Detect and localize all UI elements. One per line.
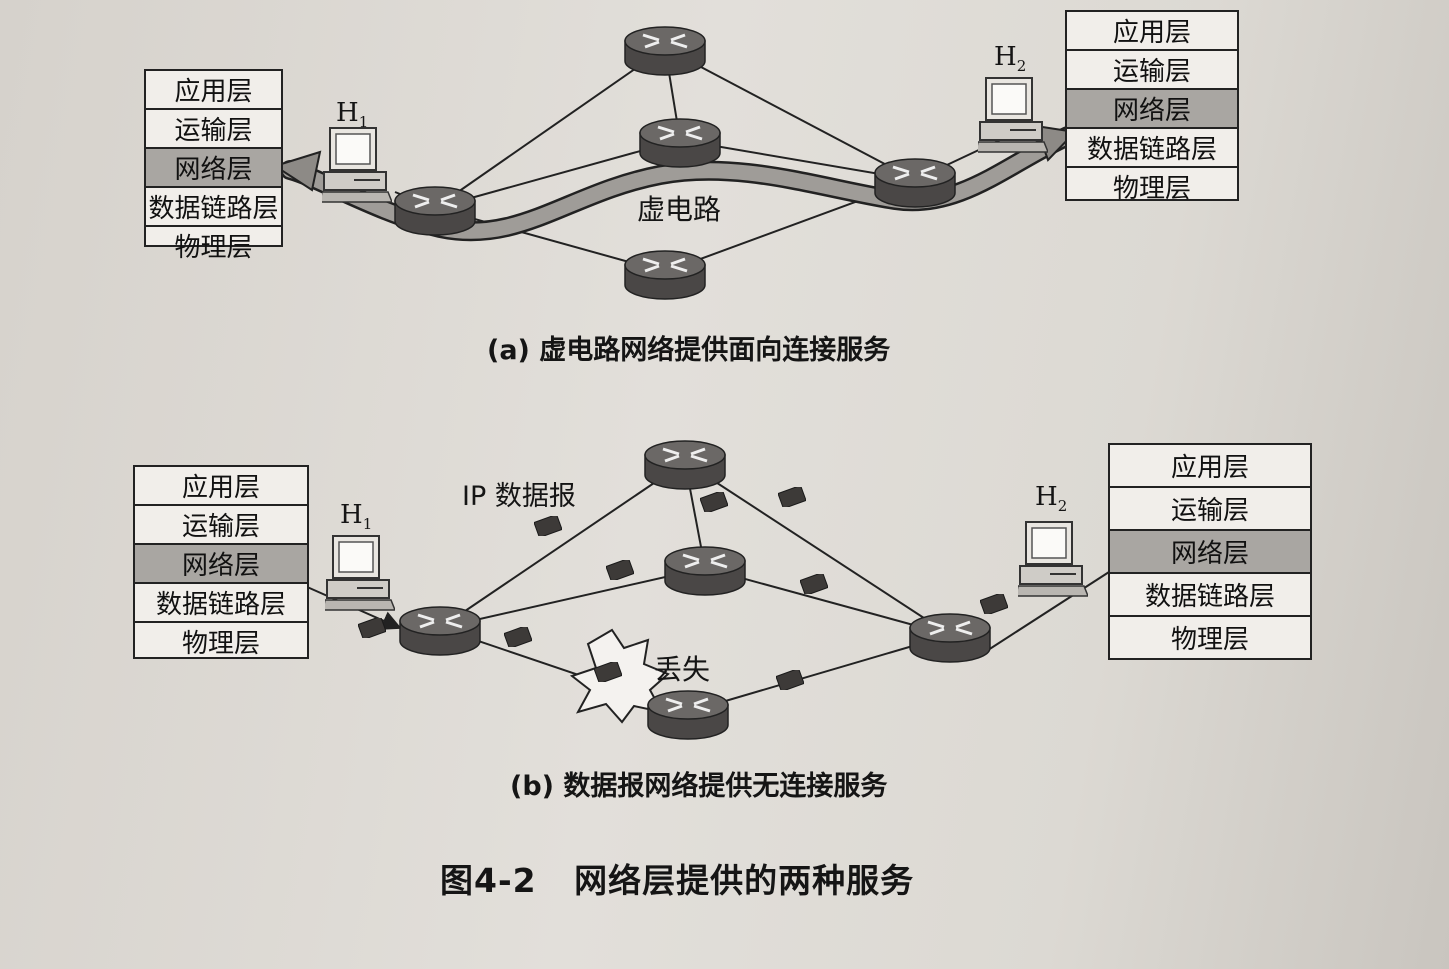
datagram-packet-icon bbox=[358, 618, 386, 638]
layer-application: 应用层 bbox=[135, 467, 307, 506]
host-computer-icon bbox=[322, 127, 392, 203]
layer-network: 网络层 bbox=[146, 149, 281, 188]
protocol-stack-a-h2: 应用层 运输层 网络层 数据链路层 物理层 bbox=[1065, 10, 1239, 204]
router-icon bbox=[398, 605, 482, 657]
datagram-packet-icon bbox=[778, 487, 806, 507]
datagram-packet-icon bbox=[700, 492, 728, 512]
layer-transport: 运输层 bbox=[1067, 51, 1237, 90]
layer-network: 网络层 bbox=[1110, 531, 1310, 574]
layer-data-link: 数据链路层 bbox=[135, 584, 307, 623]
datagram-packet-icon bbox=[606, 560, 634, 580]
datagram-packet-icon bbox=[800, 574, 828, 594]
layer-physical: 物理层 bbox=[1170, 625, 1249, 655]
diagram-a bbox=[272, 25, 1078, 301]
virtual-circuit-arrowhead-left bbox=[272, 150, 322, 192]
datagram-packet-icon bbox=[980, 594, 1008, 614]
host-h2-label-b: H2 bbox=[1035, 482, 1068, 516]
router-icon bbox=[908, 612, 992, 664]
layer-application: 应用层 bbox=[1067, 12, 1237, 51]
caption-a: (a) 虚电路网络提供面向连接服务 bbox=[487, 335, 891, 366]
caption-b: (b) 数据报网络提供无连接服务 bbox=[510, 771, 888, 802]
lost-label: 丢失 bbox=[654, 653, 711, 686]
protocol-stack-b-h1: 应用层 运输层 网络层 数据链路层 物理层 bbox=[133, 465, 309, 659]
layer-network: 网络层 bbox=[135, 545, 307, 584]
host-computer-icon bbox=[325, 535, 395, 611]
diagram-b bbox=[279, 439, 1142, 741]
host-h1-label-b: H1 bbox=[340, 500, 373, 534]
layer-network: 网络层 bbox=[1067, 90, 1237, 129]
host-computer-icon bbox=[1018, 521, 1088, 597]
layer-physical: 物理层 bbox=[181, 629, 260, 659]
datagram-packet-icon bbox=[534, 516, 562, 536]
router-icon bbox=[623, 249, 707, 301]
datagram-packet-icon bbox=[776, 670, 804, 690]
datagram-packet-icon bbox=[504, 627, 532, 647]
host-computer-icon bbox=[978, 77, 1048, 153]
figure-title: 图4-2 网络层提供的两种服务 bbox=[440, 861, 915, 900]
router-icon bbox=[643, 439, 727, 491]
host-h1-label-a: H1 bbox=[336, 98, 369, 132]
layer-data-link: 数据链路层 bbox=[1067, 129, 1237, 168]
ip-datagram-label: IP 数据报 bbox=[462, 481, 576, 512]
host-h2-label-a: H2 bbox=[994, 42, 1027, 76]
layer-data-link: 数据链路层 bbox=[146, 188, 281, 227]
layer-data-link: 数据链路层 bbox=[1110, 574, 1310, 617]
protocol-stack-a-h1: 应用层 运输层 网络层 数据链路层 物理层 bbox=[144, 69, 283, 263]
layer-physical: 物理层 bbox=[1112, 174, 1191, 204]
router-icon bbox=[646, 689, 730, 741]
router-icon bbox=[638, 117, 722, 169]
router-icon bbox=[873, 157, 957, 209]
router-icon bbox=[623, 25, 707, 77]
router-icon bbox=[663, 545, 747, 597]
layer-transport: 运输层 bbox=[1110, 488, 1310, 531]
virtual-circuit-label: 虚电路 bbox=[637, 193, 722, 226]
layer-application: 应用层 bbox=[146, 71, 281, 110]
protocol-stack-b-h2: 应用层 运输层 网络层 数据链路层 物理层 bbox=[1108, 443, 1312, 660]
router-icon bbox=[393, 185, 477, 237]
layer-transport: 运输层 bbox=[135, 506, 307, 545]
layer-physical: 物理层 bbox=[174, 233, 253, 263]
layer-transport: 运输层 bbox=[146, 110, 281, 149]
layer-application: 应用层 bbox=[1110, 445, 1310, 488]
